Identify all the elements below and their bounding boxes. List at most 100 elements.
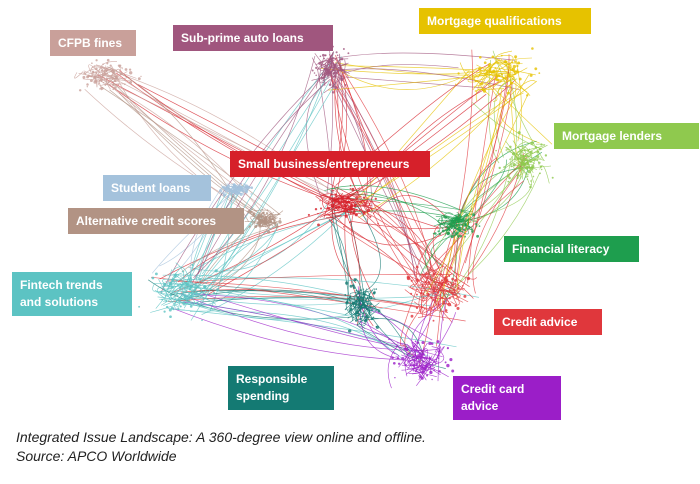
network-node xyxy=(369,303,373,306)
network-node xyxy=(498,75,500,77)
cluster-edge xyxy=(163,300,211,309)
cluster-edge xyxy=(442,265,447,313)
network-edge xyxy=(151,187,239,274)
network-node xyxy=(470,228,473,231)
network-node xyxy=(463,215,466,218)
network-node xyxy=(179,305,182,308)
network-node xyxy=(525,166,529,170)
network-node xyxy=(173,293,176,295)
network-edge xyxy=(98,79,272,225)
network-node xyxy=(119,66,121,69)
network-node xyxy=(354,299,358,303)
network-node xyxy=(420,376,424,380)
network-node xyxy=(438,370,441,373)
network-edge xyxy=(201,80,330,275)
network-edge xyxy=(400,287,418,347)
network-node xyxy=(347,52,350,55)
network-edge xyxy=(357,286,396,355)
network-node xyxy=(430,296,433,300)
network-node xyxy=(172,308,175,311)
network-node xyxy=(327,61,329,64)
network-node xyxy=(451,369,455,373)
network-edge xyxy=(105,67,346,202)
network-node xyxy=(315,66,318,69)
network-node xyxy=(453,226,457,229)
network-node xyxy=(255,224,258,227)
network-node xyxy=(404,363,407,366)
network-node xyxy=(529,160,532,163)
cluster-edge xyxy=(505,149,545,161)
cluster-edge xyxy=(351,295,364,312)
network-node xyxy=(458,214,461,217)
network-node xyxy=(429,277,432,280)
network-node xyxy=(237,190,239,192)
network-edge xyxy=(189,310,403,359)
network-node xyxy=(100,69,104,72)
network-node xyxy=(448,297,451,300)
network-node xyxy=(372,316,375,319)
cluster-edge xyxy=(182,285,195,305)
network-edge xyxy=(182,301,443,358)
network-node xyxy=(189,295,192,298)
network-node xyxy=(242,191,245,193)
network-node xyxy=(508,176,511,180)
cluster-edge xyxy=(455,277,470,287)
cluster-edge xyxy=(329,190,359,203)
network-node xyxy=(453,234,456,237)
cluster-edge xyxy=(423,300,439,314)
network-node xyxy=(368,202,371,205)
network-node xyxy=(268,215,272,219)
network-node xyxy=(539,172,541,175)
network-node xyxy=(332,72,335,75)
network-node xyxy=(419,292,423,295)
cluster-edge xyxy=(115,68,124,76)
network-node xyxy=(78,89,82,92)
network-node xyxy=(86,75,90,79)
label-fintech-line2: and solutions xyxy=(20,295,98,309)
label-financial-literacy: Financial literacy xyxy=(504,236,639,262)
network-node xyxy=(500,73,504,76)
network-node xyxy=(466,76,468,79)
network-node xyxy=(439,293,441,296)
network-node xyxy=(522,155,526,158)
network-node xyxy=(259,215,263,218)
network-node xyxy=(179,286,182,290)
network-node xyxy=(450,266,453,269)
network-node xyxy=(405,347,409,352)
cluster-edge xyxy=(506,68,536,76)
label-subprime-auto-loans: Sub-prime auto loans xyxy=(173,25,333,51)
network-node xyxy=(475,222,478,226)
network-edge xyxy=(119,70,346,211)
network-node xyxy=(415,364,418,367)
network-node xyxy=(514,70,517,73)
network-node xyxy=(219,189,223,193)
network-node xyxy=(94,78,97,80)
network-node xyxy=(524,176,527,178)
network-edge xyxy=(337,71,371,219)
network-edge xyxy=(356,80,538,205)
network-edge xyxy=(437,300,447,382)
network-node xyxy=(95,67,98,71)
network-node xyxy=(459,235,463,238)
network-node xyxy=(444,280,448,284)
network-node xyxy=(117,64,121,67)
network-node xyxy=(318,61,322,65)
network-node xyxy=(185,295,188,298)
network-edge xyxy=(493,78,518,158)
network-node xyxy=(412,363,416,367)
network-node xyxy=(476,234,480,238)
network-node xyxy=(472,213,476,217)
cluster-edge xyxy=(230,189,246,196)
network-node xyxy=(266,212,269,215)
cluster-edge xyxy=(407,360,426,374)
network-node xyxy=(508,85,511,87)
network-edge xyxy=(372,195,448,219)
network-node xyxy=(450,224,452,227)
cluster-edge xyxy=(472,58,503,91)
network-edge xyxy=(430,234,457,266)
network-edge xyxy=(196,285,455,321)
network-edge xyxy=(347,197,474,213)
network-edge xyxy=(109,84,327,200)
network-node xyxy=(425,272,428,275)
network-node xyxy=(448,275,451,277)
